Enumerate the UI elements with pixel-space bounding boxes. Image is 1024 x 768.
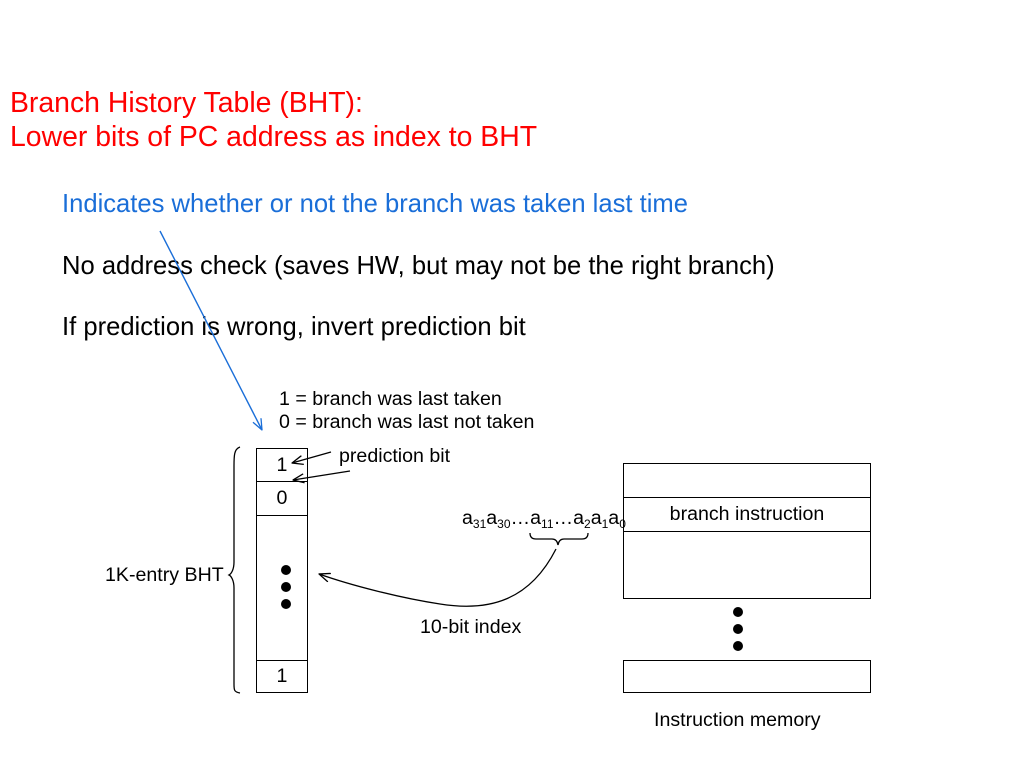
address-bit-index: 31 bbox=[472, 517, 487, 531]
address-bit-letter: a bbox=[486, 507, 498, 529]
bht-entries-ellipsis bbox=[257, 516, 307, 661]
address-bit-index: 1 bbox=[601, 517, 609, 531]
memory-entry bbox=[624, 532, 870, 598]
address-bit: a30 bbox=[486, 507, 510, 530]
address-ellipsis: … bbox=[553, 507, 574, 529]
memory-entry-branch: branch instruction bbox=[624, 498, 870, 532]
address-bit-letter: a bbox=[590, 507, 602, 529]
address-bit-letter: a bbox=[608, 507, 620, 529]
index-width-label: 10-bit index bbox=[420, 616, 522, 638]
prediction-bit-label: prediction bit bbox=[339, 445, 451, 467]
bht-entry: 1 bbox=[257, 449, 307, 482]
bullet-text: No address check (saves HW, but may not … bbox=[62, 252, 775, 280]
bht-entry: 1 bbox=[276, 665, 288, 687]
index-arrow bbox=[319, 548, 557, 607]
address-bit-letter: a bbox=[530, 507, 542, 529]
slide-title: Branch History Table (BHT): Lower bits o… bbox=[10, 86, 537, 154]
memory-entry bbox=[624, 464, 870, 498]
address-bit: a0 bbox=[608, 507, 626, 530]
address-bit-index: 11 bbox=[541, 517, 554, 531]
bullet-text-highlighted: Indicates whether or not the branch was … bbox=[62, 190, 688, 218]
address-bit: a11 bbox=[530, 507, 553, 530]
bullet-text: If prediction is wrong, invert predictio… bbox=[62, 313, 526, 341]
address-bit-index: 30 bbox=[497, 517, 511, 531]
bht-brace bbox=[227, 446, 241, 694]
bit-legend: 1 = branch was last taken 0 = branch was… bbox=[279, 388, 534, 434]
slide-title-line: Lower bits of PC address as index to BHT bbox=[10, 121, 538, 153]
memory-ellipsis-dot bbox=[733, 607, 743, 617]
address-bit: a31 bbox=[462, 507, 486, 530]
pc-address: a31 a30 … a11 … a2 a1 a0 bbox=[462, 507, 626, 530]
instruction-memory-label: Instruction memory bbox=[654, 709, 821, 731]
bit-legend-line: 1 = branch was last taken bbox=[279, 388, 502, 410]
address-bit-index: 0 bbox=[619, 517, 626, 531]
memory-ellipsis-dot bbox=[733, 641, 743, 651]
instruction-memory-block: branch instruction bbox=[623, 463, 871, 599]
address-bit: a2 bbox=[573, 507, 591, 530]
address-bit-index: 2 bbox=[584, 517, 591, 531]
address-bit-letter: a bbox=[573, 507, 584, 529]
address-ellipsis: … bbox=[510, 507, 531, 529]
bht-entry: 0 bbox=[257, 482, 307, 516]
memory-ellipsis-dot bbox=[733, 624, 743, 634]
address-bit: a1 bbox=[591, 507, 609, 530]
bit-legend-line: 0 = branch was last not taken bbox=[279, 411, 535, 433]
branch-history-table: 1 0 1 bbox=[256, 448, 308, 693]
index-bits-brace bbox=[529, 532, 589, 546]
slide-title-line: Branch History Table (BHT): bbox=[10, 87, 363, 119]
address-bit-letter: a bbox=[462, 507, 473, 529]
memory-entry-last bbox=[623, 660, 871, 693]
bht-size-label: 1K-entry BHT bbox=[105, 564, 224, 586]
